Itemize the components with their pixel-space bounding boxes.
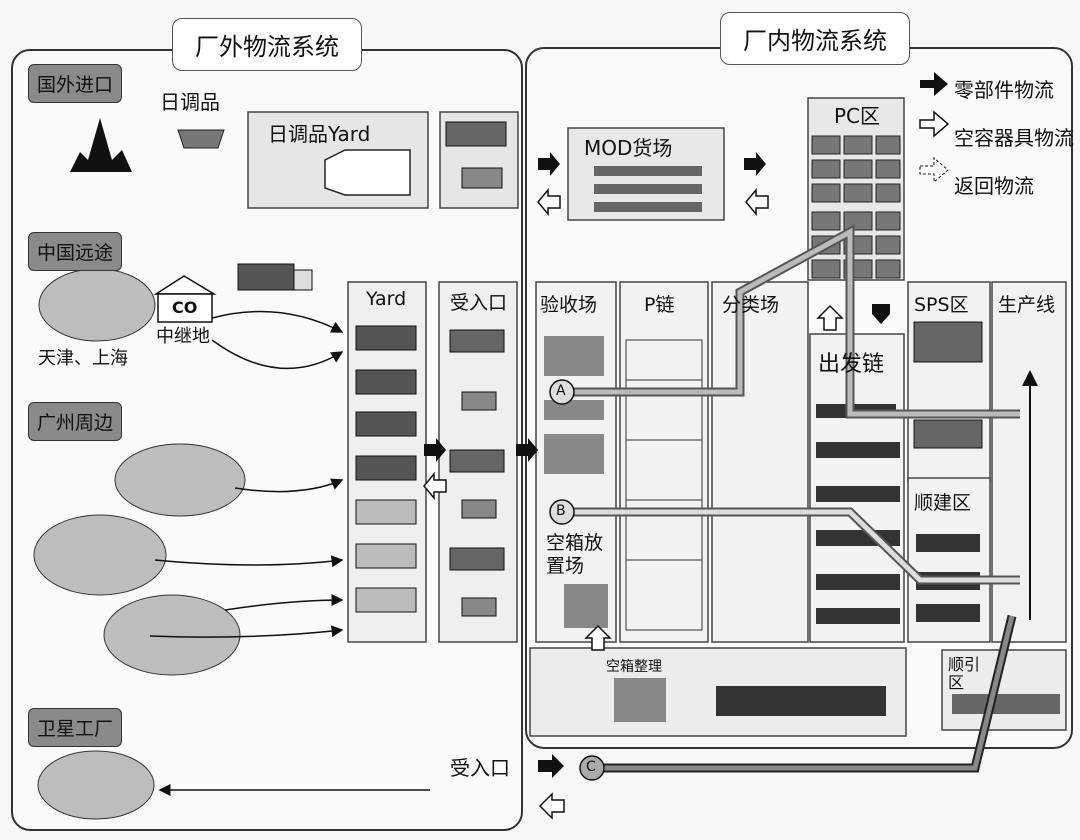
route-markers — [549, 379, 605, 781]
mod-yard-label: MOD货场 — [584, 136, 673, 160]
receive-gate-label: 受入口 — [450, 292, 508, 314]
sequence-carts — [916, 534, 980, 622]
gz-supplier-ellipse-3 — [103, 594, 241, 676]
sequence-pull-train — [952, 694, 1060, 714]
gz-supplier-ellipse-2 — [33, 514, 167, 596]
shipping-carts — [816, 404, 900, 624]
p-chain-label: P链 — [644, 294, 675, 316]
outside-system-title: 厂外物流系统 — [172, 18, 362, 71]
sorting-zone — [711, 281, 809, 643]
p-chain-zone — [619, 281, 709, 643]
road-truck — [237, 263, 295, 291]
yard-label: Yard — [366, 288, 407, 310]
inspection-pallets — [544, 336, 608, 628]
empty-box-sort-label: 空箱整理 — [606, 659, 662, 675]
sps-rack-2 — [913, 419, 983, 449]
import-landmark-icon — [70, 118, 132, 172]
sequence-build-label: 顺建区 — [914, 492, 972, 514]
jp-yard-label: 日调品Yard — [268, 122, 371, 146]
production-line-label: 生产线 — [998, 294, 1056, 316]
bottom-receive-gate-label: 受入口 — [450, 756, 510, 780]
sorting-label: 分类场 — [722, 294, 780, 316]
relay-house — [157, 293, 213, 323]
container-flow-arrows — [423, 110, 950, 820]
legend-container-flow: 空容器具物流 — [954, 126, 1074, 150]
shipping-chain-label: 出发链 — [818, 352, 885, 377]
import-tag: 国外进口 — [28, 64, 123, 103]
gz-supplier-ellipse-1 — [114, 443, 246, 517]
p-chain-shelves — [625, 339, 703, 631]
mod-pallets — [594, 166, 702, 212]
return-flow-legend-icon — [919, 156, 949, 184]
inside-system-title: 厂内物流系统 — [720, 12, 910, 65]
sequence-pull-label: 顺引区 — [948, 655, 981, 692]
cities-label: 天津、上海 — [38, 348, 128, 369]
relay-label: 中继地 — [156, 326, 210, 347]
pc-racks — [811, 135, 901, 279]
satellite-ellipse — [37, 750, 155, 820]
sps-rack — [913, 321, 983, 363]
route-a-label: A — [556, 383, 566, 399]
import-goods-label: 日调品 — [160, 90, 220, 114]
route-c-label: C — [586, 759, 596, 775]
co-label: CO — [172, 298, 198, 317]
empty-box-carts — [716, 686, 886, 716]
inbound-flow-lines — [149, 310, 430, 796]
receive-trucks — [445, 121, 507, 617]
parts-flow-arrows — [424, 72, 948, 778]
cosco-supplier-ellipse — [38, 268, 156, 342]
inspection-label: 验收场 — [540, 294, 598, 316]
legend-parts-flow: 零部件物流 — [954, 78, 1054, 102]
guangzhou-tag: 广州周边 — [28, 402, 123, 441]
empty-box-stack — [614, 678, 666, 722]
cosco-tag: 中国远途 — [28, 232, 123, 271]
route-lines — [565, 224, 1020, 773]
route-b-label: B — [556, 503, 566, 519]
container-icon — [324, 149, 411, 196]
legend-return-flow: 返回物流 — [954, 174, 1034, 198]
yard-trucks — [355, 325, 417, 613]
sps-label: SPS区 — [914, 294, 969, 316]
satellite-tag: 卫星工厂 — [28, 708, 123, 747]
pc-zone-label: PC区 — [834, 104, 881, 128]
ship-icon — [177, 129, 225, 149]
empty-box-area-label: 空箱放置场 — [546, 532, 604, 577]
